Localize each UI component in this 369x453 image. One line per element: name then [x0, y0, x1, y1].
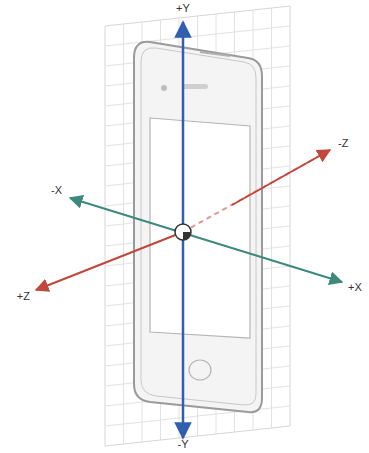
axis-label: -Y [178, 439, 189, 450]
origin-marker [175, 224, 191, 240]
z-axis-front [232, 150, 330, 205]
x-axis [70, 198, 342, 282]
axis-label: +Y [176, 3, 190, 14]
z-axis-back [183, 150, 330, 232]
phone-body [134, 42, 262, 412]
z-axis [36, 232, 183, 290]
axis-label: +Z [17, 291, 30, 302]
axis-label: -X [51, 185, 62, 196]
grid-plane [105, 6, 290, 446]
axis-label: +X [348, 282, 362, 293]
axis-label: -Z [338, 138, 348, 149]
